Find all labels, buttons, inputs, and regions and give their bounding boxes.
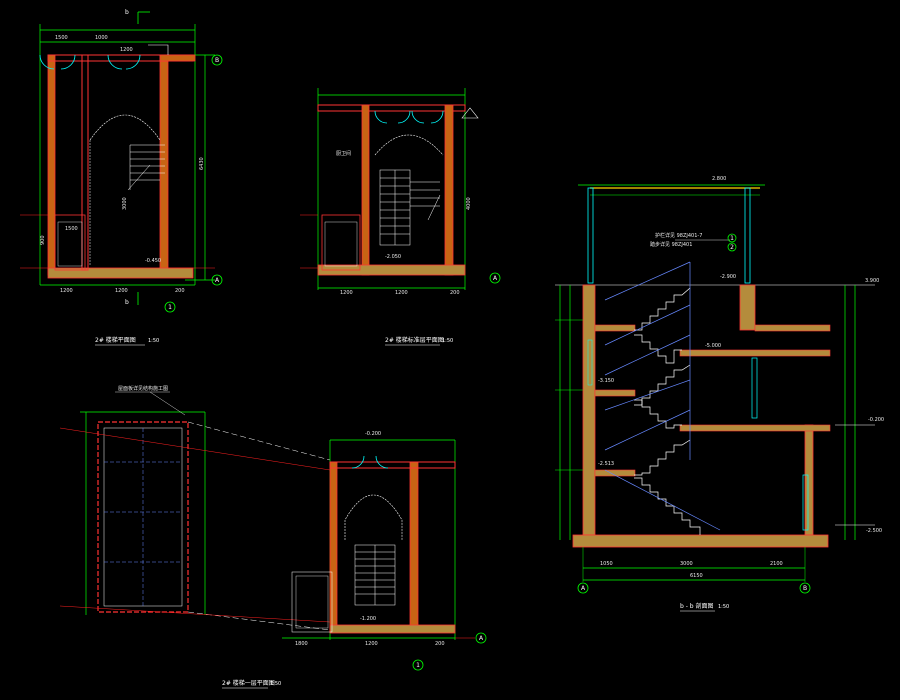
plan3-note-top: 屋面板详见结构施工图: [118, 385, 168, 392]
plan2-dim-bottom-1: 1200: [340, 290, 353, 296]
plan1-dim-top-2: 1000: [95, 35, 108, 41]
plan1-grid-bottom: 1: [168, 304, 172, 311]
plan1-dim-top-3: 1200: [120, 47, 133, 53]
plan1-dim-inner: 3000: [122, 197, 128, 210]
section-level-top: 3.900: [865, 278, 879, 284]
detail-tag-2: [727, 242, 737, 252]
plan-view-1: b b 1500 1000 1200 6430: [20, 9, 223, 346]
section-view-bb: 2.800 护栏详见 98ZJ401-7 踏步详见 98ZJ401 1 2 3.…: [555, 176, 884, 612]
section-level-a: -2.900: [720, 274, 736, 280]
section-note-1: 护栏详见 98ZJ401-7: [655, 232, 702, 239]
section-title: b - b 剖面图: [680, 602, 714, 610]
plan3-dim-bottom-2: 1200: [365, 641, 378, 647]
grid-bubble: [799, 582, 811, 594]
section-level-c: -3.150: [598, 378, 614, 384]
plan2-scale: 1:50: [442, 338, 453, 344]
section-note-2: 踏步详见 98ZJ401: [650, 241, 692, 248]
plan2-dim-right: 4000: [466, 197, 472, 210]
plan1-dim-bottom-3: 200: [175, 288, 185, 294]
section-grid-left: A: [581, 585, 586, 592]
section-level-low: -2.500: [866, 528, 882, 534]
plan3-title: 2# 楼梯一层平面图: [222, 679, 275, 687]
section-top-dim: 2.800: [712, 176, 726, 182]
section-dim-bottom-1: 1050: [600, 561, 613, 567]
svg-text:1500: 1500: [65, 226, 78, 232]
plan1-grid-right-bottom: A: [215, 277, 220, 284]
plan1-dim-bottom-2: 1200: [115, 288, 128, 294]
plan2-title: 2# 楼梯标准层平面图: [385, 336, 444, 344]
plan1-scale: 1:50: [148, 338, 159, 344]
plan1-section-mark-top: b: [125, 9, 129, 16]
plan3-level-top: -0.200: [365, 431, 381, 437]
section-dim-bottom-2: 3000: [680, 561, 693, 567]
plan1-note: -0.450: [145, 258, 161, 264]
section-tag-1: 1: [730, 235, 734, 242]
plan1-dim-right: 6430: [199, 157, 205, 170]
plan3-grid-right: A: [479, 635, 484, 642]
plan1-title: 2# 楼梯平面图: [95, 336, 136, 344]
grid-bubble: [412, 659, 424, 671]
grid-bubble: [489, 272, 501, 284]
plan3-dim-bottom-1: 1800: [295, 641, 308, 647]
plan1-section-mark-bottom: b: [125, 299, 129, 306]
grid-bubble: [164, 301, 176, 313]
plan-view-3: 屋面板详见结构施工图 -0.200 -1.200: [59, 385, 487, 689]
svg-text:厨卫间: 厨卫间: [336, 150, 351, 157]
plan1-dim-bottom-1: 1200: [60, 288, 73, 294]
plan2-level: -2.050: [385, 254, 401, 260]
svg-text:900: 900: [40, 235, 46, 245]
grid-bubble: [211, 54, 223, 66]
plan3-dim-bottom-3: 200: [435, 641, 445, 647]
plan1-dim-top-1: 1500: [55, 35, 68, 41]
section-dim-total: 6150: [690, 573, 703, 579]
section-scale: 1:50: [718, 604, 729, 610]
plan1-grid-right-top: B: [215, 57, 219, 64]
plan3-level-a: -1.200: [360, 616, 376, 622]
section-level-mid: -0.200: [868, 417, 884, 423]
detail-tag-1: [727, 233, 737, 243]
plan2-dim-bottom-3: 200: [450, 290, 460, 296]
grid-bubble: [211, 274, 223, 286]
plan2-grid-right-bottom: A: [493, 275, 498, 282]
plan3-grid-bottom: 1: [416, 662, 420, 669]
section-level-b: -5.000: [705, 343, 721, 349]
plan-view-2: 厨卫间 -2.050 4000 1200 1200 200 A 2# 楼梯标准层…: [300, 88, 501, 346]
plan2-dim-bottom-2: 1200: [395, 290, 408, 296]
grid-bubble: [577, 582, 589, 594]
section-tag-2: 2: [730, 244, 734, 251]
section-level-d: -2.513: [598, 461, 614, 467]
section-grid-right: B: [803, 585, 807, 592]
plan3-scale: 1:50: [270, 681, 281, 687]
grid-bubble: [475, 632, 487, 644]
section-dim-bottom-3: 2100: [770, 561, 783, 567]
